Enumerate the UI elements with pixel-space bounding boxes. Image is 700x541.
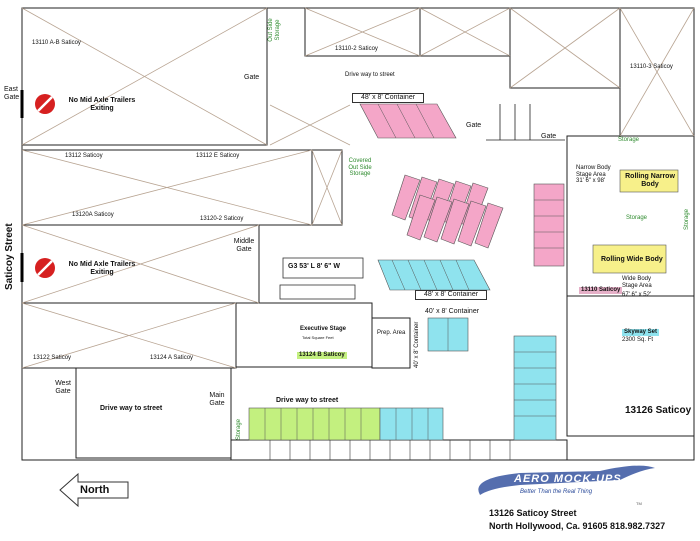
wide-area-label: Wide Body Stage Area: [622, 276, 652, 289]
no-trailers-text-1: No Mid Axle Trailers Exiting: [68, 97, 136, 112]
no-trailers-text-2: No Mid Axle Trailers Exiting: [68, 261, 136, 276]
container-small-label: 40' x 8' Container: [425, 308, 480, 315]
address-line-1: 13126 Saticoy Street: [489, 508, 577, 518]
east-gate-label: East Gate: [4, 86, 20, 101]
rolling-narrow-box: [619, 169, 679, 193]
building-13126: [566, 295, 695, 437]
container-pink-right: [533, 183, 565, 267]
unit-13124-a: 13124 A Saticoy: [150, 355, 194, 361]
unit-13120a: 13120A Saticoy: [72, 212, 114, 218]
storage-right-vertical: Storage: [684, 208, 690, 230]
unit-13112-e: 13112 E Saticoy: [196, 153, 240, 159]
unit-13110: 13110 Saticoy: [579, 287, 623, 294]
gate-label-3: Gate: [541, 133, 557, 140]
unit-13126: 13126 Saticoy: [625, 405, 692, 416]
logo-tagline: Better Than the Real Thing: [520, 489, 593, 495]
wide-dims: 67' 6" x 52': [622, 292, 652, 298]
unit-13120-2: 13120-2 Saticoy: [200, 216, 244, 222]
unit-13112: 13112 Saticoy: [65, 153, 103, 159]
unit-13110-2: 13110-2 Saticoy: [335, 46, 378, 52]
container-middle-label: 48' x 8' Container: [415, 290, 488, 300]
north-label: North: [80, 484, 110, 496]
prep-area-outline: [371, 317, 411, 369]
container-top-label: 48' x 8' Container: [352, 93, 425, 103]
driveway-top-label: Drive way to street: [345, 72, 395, 78]
storage-middle: Storage: [626, 215, 648, 221]
storage-bottom-left: Storage: [236, 418, 242, 440]
sign-no-trailers-1-icon: [35, 94, 55, 114]
building-13112-annex: [311, 149, 343, 226]
unit-13110-3: 13110-3 Saticoy: [630, 64, 673, 70]
logo-tm: TM: [636, 501, 642, 506]
street-label: Saticoy Street: [4, 223, 15, 290]
unit-13124-b: 13124 B Saticoy: [297, 352, 347, 359]
west-gate-label: West Gate: [55, 380, 71, 395]
logo-swoosh-icon: [478, 465, 655, 495]
narrow-area-label: Narrow Body Stage Area: [576, 165, 611, 178]
narrow-dims: 31' 6" x 98': [576, 178, 606, 184]
container-pink-top: [359, 103, 457, 139]
skyway-sub: 2300 Sq. Ft: [622, 337, 654, 343]
rolling-wide-box: [592, 244, 667, 274]
storage-top-right: Storage: [618, 137, 640, 143]
storage-covered: Covered Out Side Storage: [348, 158, 372, 178]
north-arrow-icon: [59, 472, 129, 508]
building-13110-ab: [21, 7, 268, 146]
driveway-left-outline: [75, 367, 232, 459]
logo-brand: AERO MOCK-UPS: [514, 473, 622, 485]
x-marks: [21, 7, 695, 369]
g3-small-box: [279, 284, 356, 300]
container-cyan-angled: [377, 259, 491, 291]
container-cyan-stack: [513, 335, 557, 441]
driveway-center-label: Drive way to street: [276, 397, 339, 404]
main-gate-label: Main Gate: [209, 392, 225, 407]
gate-label-2: Gate: [466, 122, 482, 129]
storage-outside-top: Out Side Storage: [268, 18, 281, 42]
g3-label: G3 53' L 8' 6" W: [288, 263, 341, 270]
executive-stage-label: Executive Stage: [300, 326, 347, 332]
address-line-2: North Hollywood, Ca. 91605 818.982.7327: [489, 521, 666, 531]
skyway-label: Skyway Set: [622, 329, 660, 336]
middle-gate-label: Middle Gate: [233, 238, 255, 253]
rolling-wide-label: Rolling Wide Body: [601, 256, 663, 263]
container-green-bottom: [248, 407, 381, 441]
container-cyan-bottom: [379, 407, 444, 441]
g3-box: [282, 257, 364, 279]
container-vertical-label: 40' x 8' Container: [414, 321, 420, 368]
gate-label-1: Gate: [244, 74, 260, 81]
unit-13110-ab: 13110 A-B Saticoy: [32, 40, 81, 46]
prep-area-label: Prep. Area: [377, 330, 406, 336]
rolling-narrow-label: Rolling Narrow Body: [625, 173, 675, 188]
bottom-storage-strip: [230, 439, 568, 461]
sign-no-trailers-2-icon: [35, 258, 55, 278]
executive-stage-sub: Total Square Feet: [302, 335, 334, 340]
unit-13122: 13122 Saticoy: [33, 355, 72, 361]
driveway-left-label: Drive way to street: [100, 405, 163, 412]
container-pink-cluster: [391, 174, 504, 249]
